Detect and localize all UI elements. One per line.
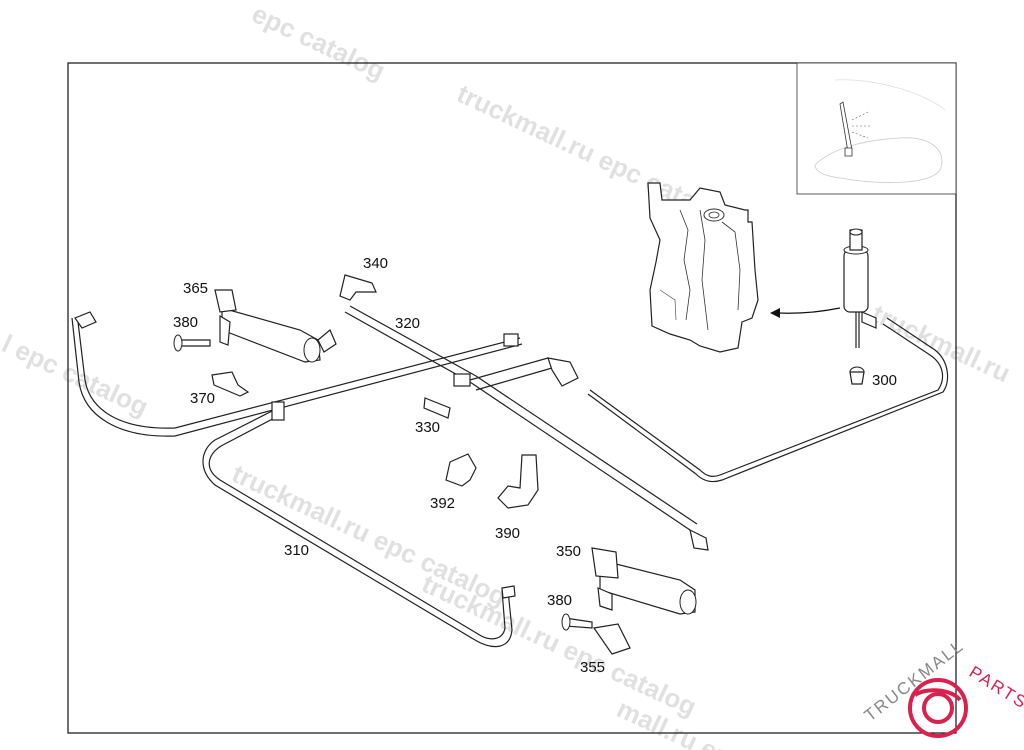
label-355: 355 [580, 659, 605, 676]
label-392: 392 [430, 495, 455, 512]
hose-connector [271, 401, 285, 421]
diagram-frame [67, 62, 957, 734]
arrow-head [770, 308, 780, 318]
hose-end-cap [501, 585, 516, 599]
callout-labels: 300 310 320 330 340 350 355 365 370 380 … [173, 255, 897, 676]
brand-logo: TRUCKMALL PARTS [861, 636, 1024, 738]
hose-end-cap [689, 528, 709, 551]
nozzle-assembly-top [173, 289, 337, 397]
inset-location-view [796, 62, 957, 195]
hose-connector [453, 373, 471, 387]
label-330: 330 [415, 419, 440, 436]
hose-end-cap [74, 311, 97, 329]
washer-reservoir [647, 182, 759, 353]
hose-connector [503, 333, 519, 347]
check-valve-330 [423, 397, 451, 419]
label-310: 310 [284, 542, 309, 559]
hose-connector [547, 357, 579, 387]
label-350: 350 [556, 543, 581, 560]
label-320: 320 [395, 315, 420, 332]
install-arrow [777, 307, 841, 314]
label-380-top: 380 [173, 314, 198, 331]
washer-pump [843, 228, 877, 385]
bracket-390 [497, 454, 539, 509]
watermark-text: l epc catalog [0, 328, 153, 422]
label-300: 300 [872, 372, 897, 389]
elbow-fitting-340 [339, 274, 377, 301]
label-380-bottom: 380 [547, 592, 572, 609]
label-370: 370 [190, 390, 215, 407]
watermark-text: epc catalog [247, 0, 389, 86]
logo-gear-icon [908, 678, 968, 738]
nozzle-assembly-bottom [561, 547, 697, 655]
clip-392 [445, 453, 477, 487]
label-365: 365 [183, 280, 208, 297]
label-390: 390 [495, 525, 520, 542]
logo-text-b: PARTS [966, 662, 1024, 713]
label-340: 340 [363, 255, 388, 272]
